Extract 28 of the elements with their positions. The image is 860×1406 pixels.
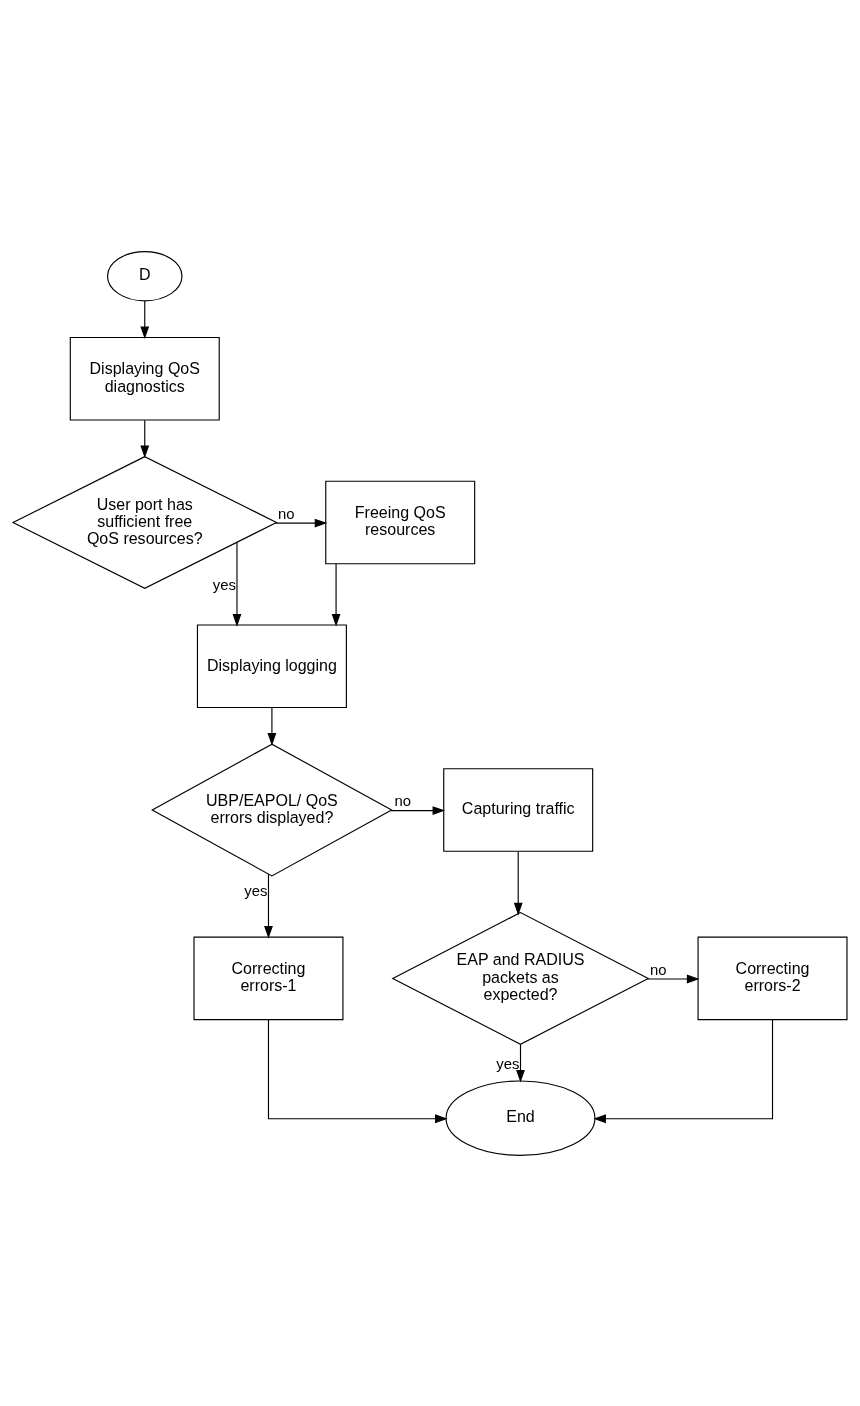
arrow bbox=[267, 706, 277, 746]
arrow bbox=[140, 299, 150, 339]
arrow bbox=[140, 419, 150, 458]
node-box: Correcting errors-2 bbox=[697, 936, 848, 1020]
edge-label: no bbox=[394, 792, 412, 809]
node-box: Displaying logging bbox=[196, 623, 347, 708]
edge-label: no bbox=[649, 961, 667, 978]
arrow bbox=[274, 518, 328, 527]
arrow bbox=[646, 974, 700, 983]
edge-label: no bbox=[277, 505, 295, 522]
node-box: Capturing traffic bbox=[443, 767, 594, 852]
arrow bbox=[267, 1018, 448, 1123]
arrow bbox=[232, 541, 242, 627]
arrow bbox=[516, 1043, 525, 1082]
arrow bbox=[593, 1018, 774, 1123]
node-ellipse: D bbox=[106, 250, 183, 301]
node-box: Correcting errors-1 bbox=[193, 936, 344, 1020]
node-box: Freeing QoS resources bbox=[325, 480, 476, 564]
arrow bbox=[264, 873, 273, 939]
node-box: Displaying QoS diagnostics bbox=[69, 336, 220, 421]
edge-label: yes bbox=[496, 1055, 520, 1072]
node-diamond: EAP and RADIUS packets as expected? bbox=[391, 911, 650, 1045]
edge-label: yes bbox=[244, 882, 268, 899]
node-diamond: UBP/EAPOL/ QoS errors displayed? bbox=[151, 743, 393, 877]
node-ellipse: End bbox=[445, 1079, 596, 1156]
arrow bbox=[331, 563, 341, 627]
arrow bbox=[390, 805, 446, 815]
arrow bbox=[513, 850, 523, 915]
